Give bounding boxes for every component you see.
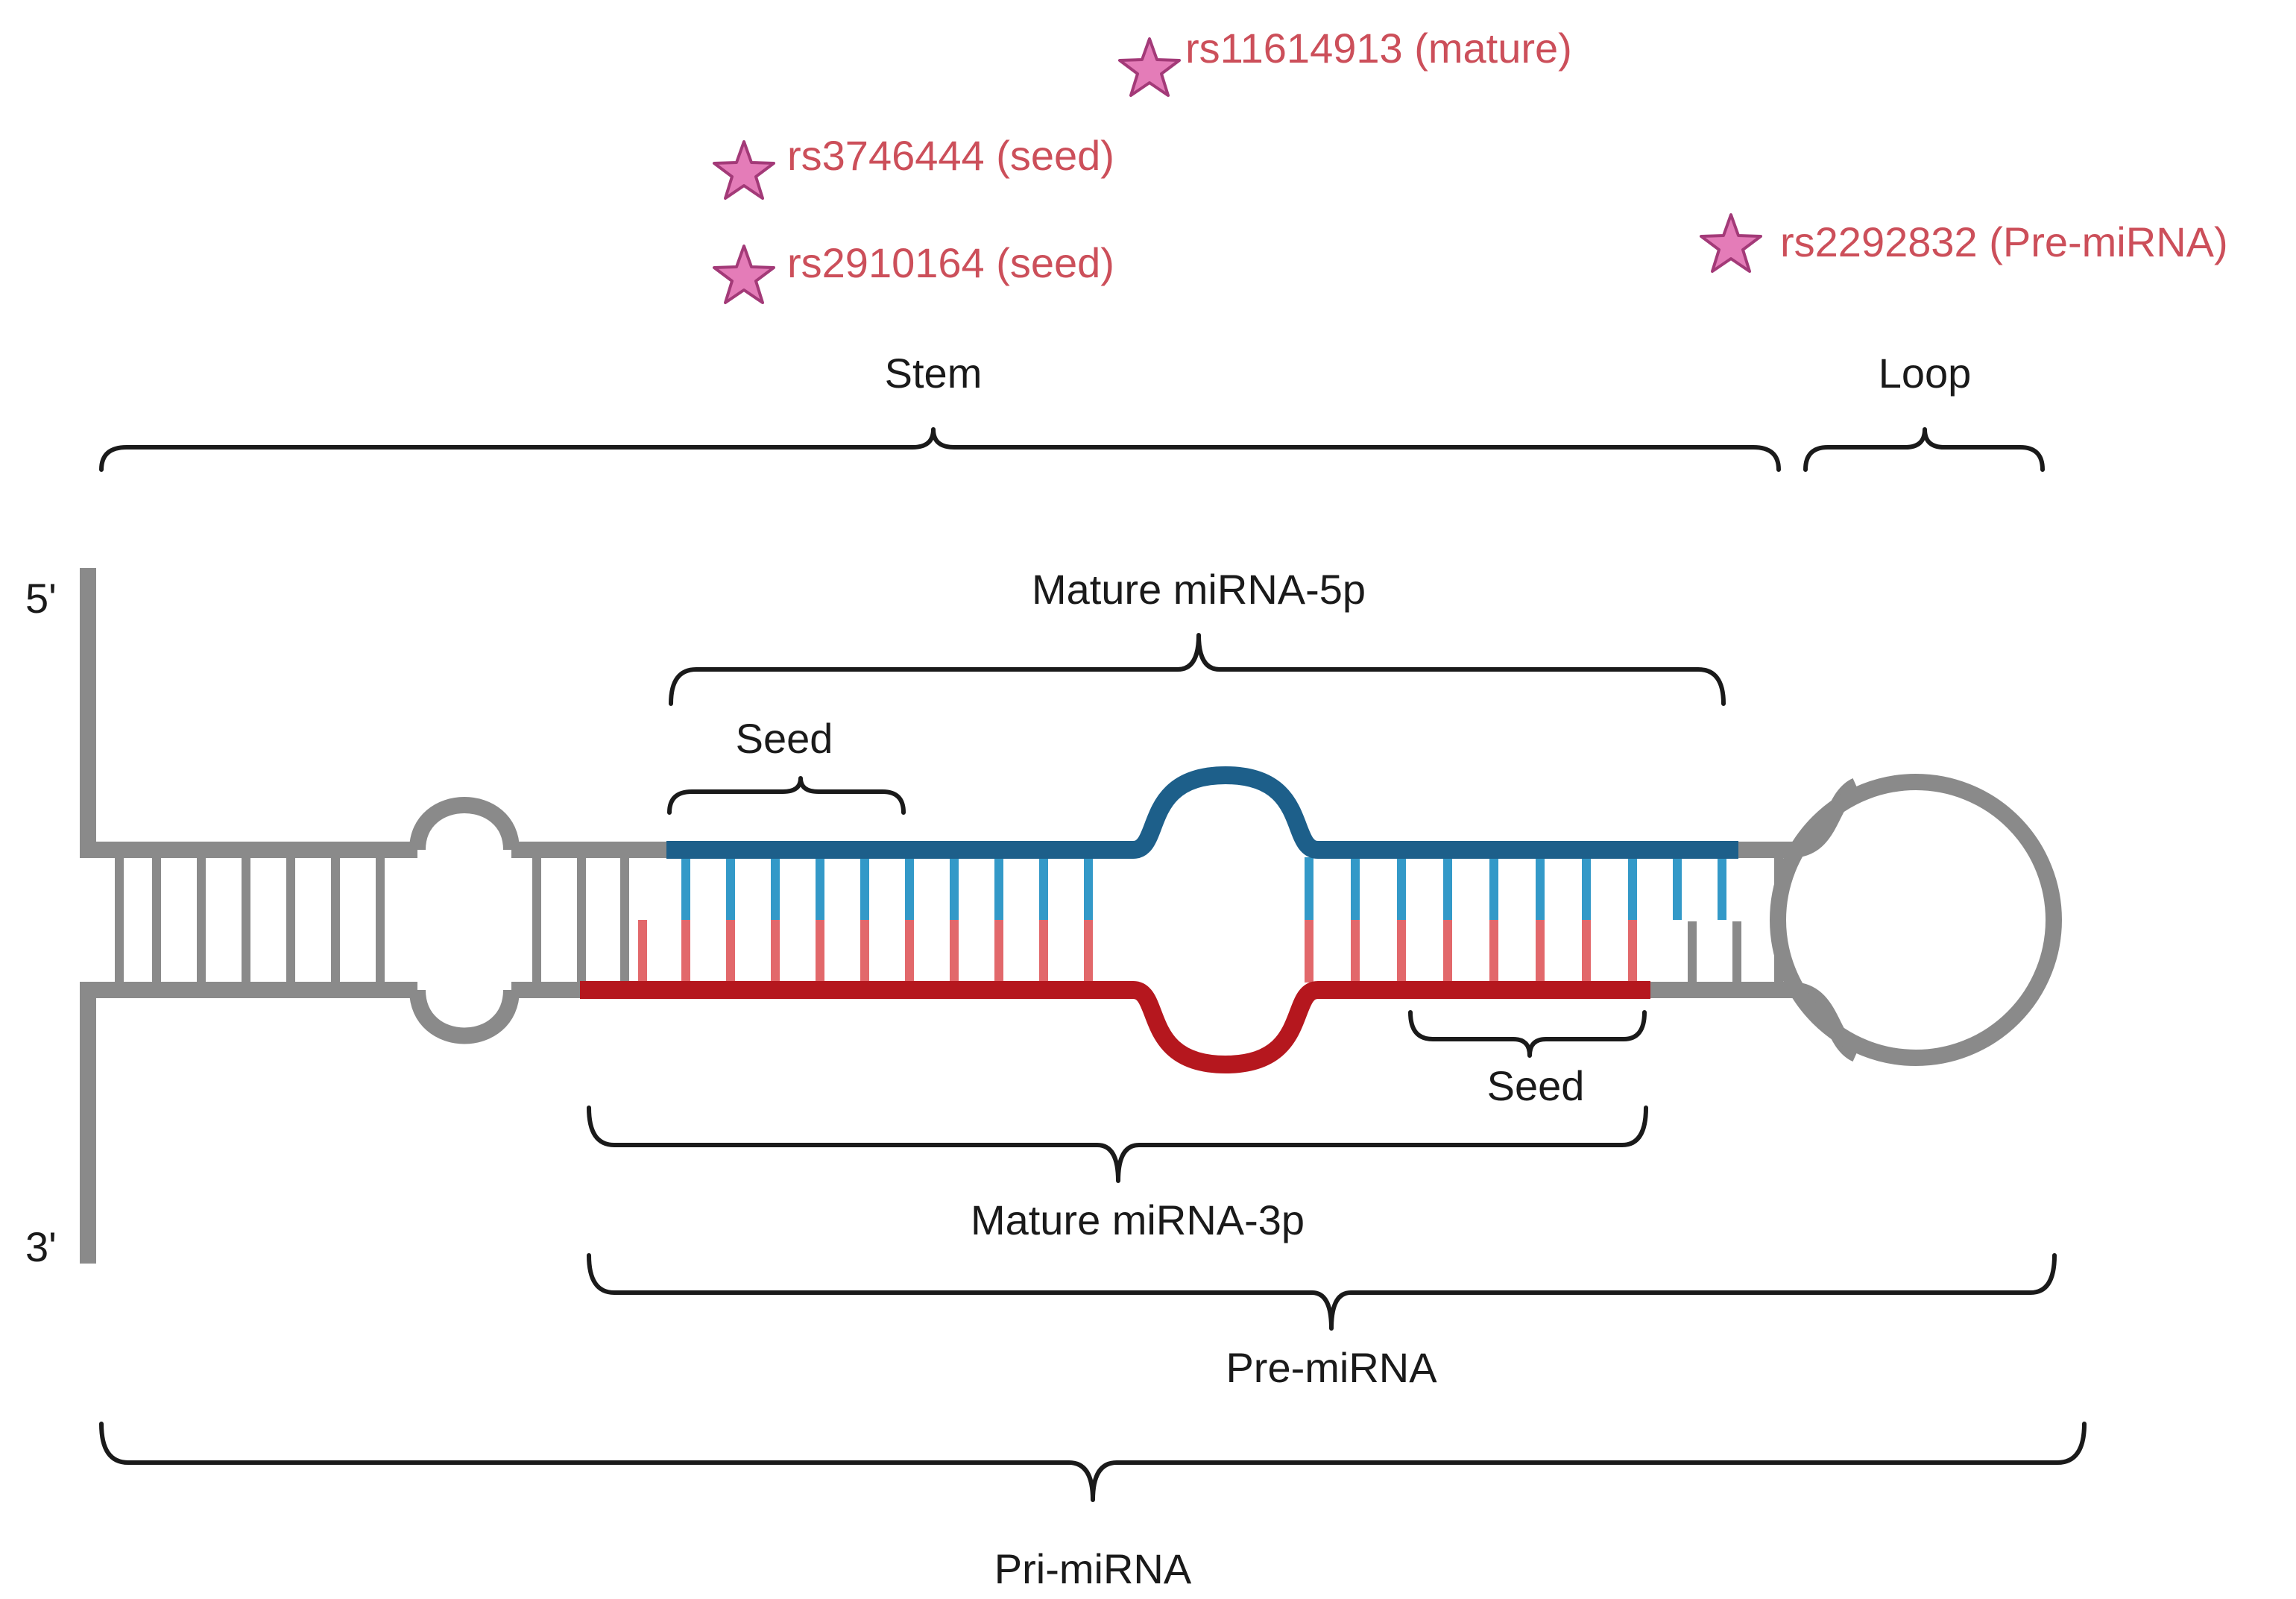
snp-markers: rs11614913 (mature) rs3746444 (seed) rs2… — [713, 25, 2228, 304]
snp-label-rs11614913: rs11614913 (mature) — [1185, 25, 1572, 72]
star-icon — [713, 140, 775, 200]
colored-base-pairs — [638, 857, 1726, 983]
loop-label: Loop — [1879, 350, 1972, 397]
mature-3p-strand — [580, 981, 1650, 1074]
mature-5p-strand — [666, 766, 1738, 859]
pri-mirna-brace — [99, 1422, 2087, 1502]
star-icon — [1118, 37, 1181, 97]
mature-5p-brace — [669, 633, 1726, 706]
star-icon — [1700, 213, 1762, 273]
mature-5p-label: Mature miRNA-5p — [1032, 566, 1366, 613]
snp-label-rs2910164: rs2910164 (seed) — [787, 239, 1114, 286]
seed-5p-label: Seed — [736, 715, 833, 762]
gray-base-pairs — [115, 857, 1783, 983]
seed-3p-label: Seed — [1487, 1062, 1585, 1109]
seed-5p-brace — [667, 776, 906, 815]
loop-brace — [1803, 427, 2045, 472]
star-icon — [713, 245, 775, 304]
seed-3p-brace — [1408, 1010, 1647, 1058]
five-prime-label: 5' — [25, 575, 57, 622]
stem-label: Stem — [885, 350, 983, 397]
stem-brace — [99, 427, 1781, 472]
mature-3p-label: Mature miRNA-3p — [971, 1196, 1305, 1243]
pri-mirna-label: Pri-miRNA — [994, 1545, 1192, 1592]
snp-label-rs2292832: rs2292832 (Pre-miRNA) — [1780, 218, 2228, 265]
three-prime-label: 3' — [25, 1223, 57, 1270]
pre-mirna-brace — [587, 1253, 2057, 1331]
snp-label-rs3746444: rs3746444 (seed) — [787, 132, 1114, 179]
pre-mirna-label: Pre-miRNA — [1226, 1344, 1437, 1391]
mature-3p-brace — [587, 1106, 1648, 1183]
